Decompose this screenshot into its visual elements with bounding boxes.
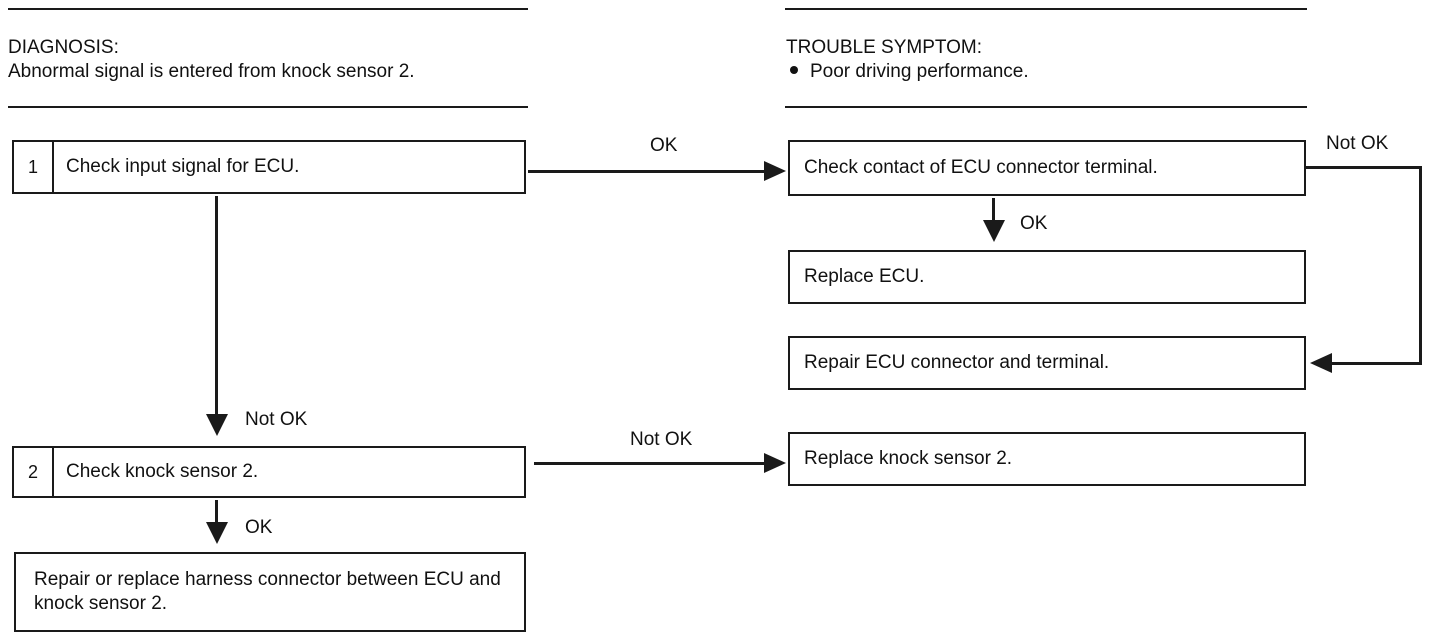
step-2-box: 2 Check knock sensor 2.	[12, 446, 526, 498]
trouble-symptom-item-text: Poor driving performance.	[810, 61, 1029, 82]
step2-ok-line	[215, 500, 218, 524]
step-2-label: Check knock sensor 2.	[66, 461, 259, 482]
step1-ok-arrowhead	[764, 161, 786, 181]
step1-notok-arrowhead	[206, 414, 228, 436]
step2-notok-line	[534, 462, 768, 465]
step-1-number: 1	[14, 142, 54, 192]
top-rule-right	[785, 8, 1307, 10]
replace-sensor-box: Replace knock sensor 2.	[788, 432, 1306, 486]
top-rule-left	[8, 8, 528, 10]
repair-harness-label: Repair or replace harness connector betw…	[34, 569, 501, 614]
trouble-symptom-heading: TROUBLE SYMPTOM:	[786, 37, 983, 58]
contact-ok-line	[992, 198, 995, 224]
contact-ok-arrowhead	[983, 220, 1005, 242]
check-contact-label: Check contact of ECU connector terminal.	[804, 157, 1158, 178]
step1-ok-line	[528, 170, 768, 173]
step1-notok-line	[215, 196, 218, 416]
contact-notok-line-h1	[1306, 166, 1422, 169]
mid-rule-right	[785, 106, 1307, 108]
repair-harness-box: Repair or replace harness connector betw…	[14, 552, 526, 632]
step1-notok-label: Not OK	[245, 409, 308, 430]
bullet-icon	[790, 66, 798, 75]
repair-connector-box: Repair ECU connector and terminal.	[788, 336, 1306, 390]
step2-ok-label: OK	[245, 517, 273, 538]
contact-notok-arrowhead	[1310, 353, 1332, 373]
step-1-box: 1 Check input signal for ECU.	[12, 140, 526, 194]
mid-rule-left	[8, 106, 528, 108]
repair-connector-label: Repair ECU connector and terminal.	[804, 352, 1110, 373]
step1-ok-label: OK	[650, 135, 678, 156]
step-2-number: 2	[14, 448, 54, 496]
diagnosis-heading: DIAGNOSIS:	[8, 37, 119, 58]
contact-notok-line-v	[1419, 166, 1422, 365]
replace-ecu-label: Replace ECU.	[804, 266, 925, 287]
contact-notok-line-h2	[1330, 362, 1422, 365]
trouble-symptom-item: Poor driving performance.	[786, 60, 1029, 84]
replace-sensor-label: Replace knock sensor 2.	[804, 448, 1013, 469]
replace-ecu-box: Replace ECU.	[788, 250, 1306, 304]
step2-notok-label: Not OK	[630, 429, 693, 450]
step2-notok-arrowhead	[764, 453, 786, 473]
diagnosis-text: Abnormal signal is entered from knock se…	[8, 61, 415, 82]
contact-notok-label: Not OK	[1326, 133, 1389, 154]
step2-ok-arrowhead	[206, 522, 228, 544]
contact-ok-label: OK	[1020, 213, 1048, 234]
check-contact-box: Check contact of ECU connector terminal.	[788, 140, 1306, 196]
step-1-label: Check input signal for ECU.	[66, 156, 300, 177]
